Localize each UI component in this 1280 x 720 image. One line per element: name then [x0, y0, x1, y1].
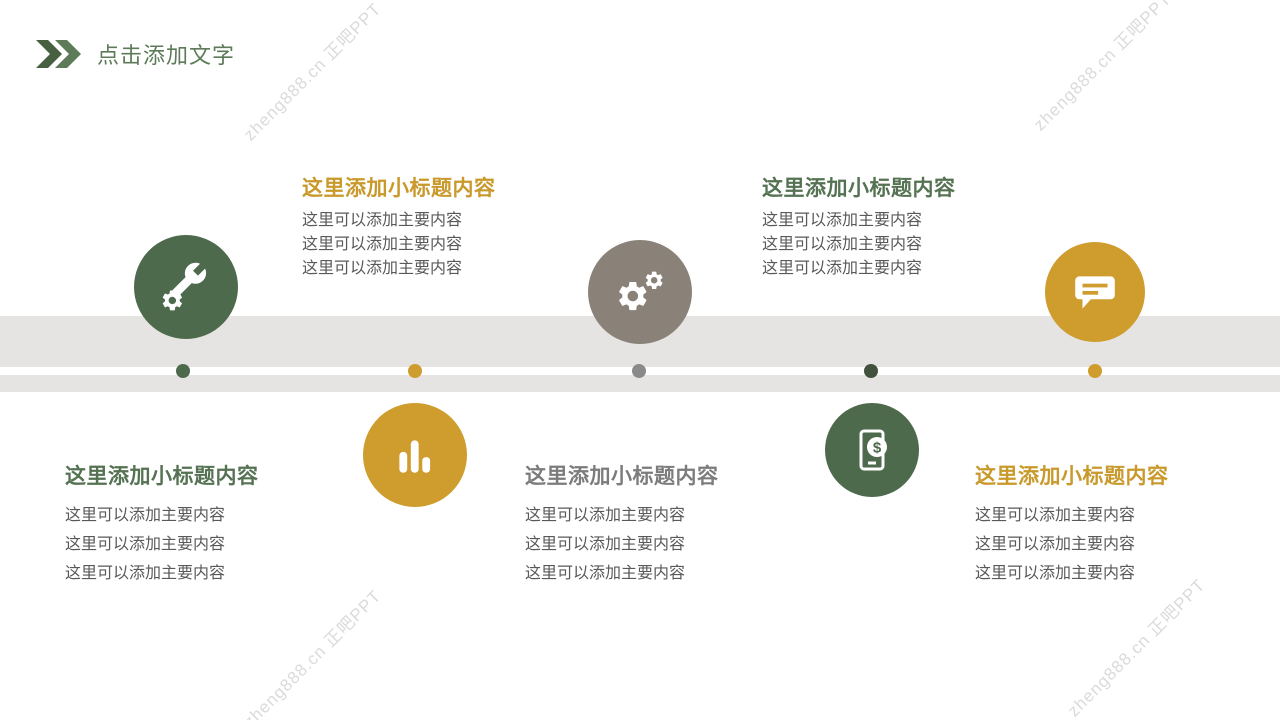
block-line: 这里可以添加主要内容 — [302, 260, 463, 277]
mobile-payment-icon: $ — [859, 429, 887, 471]
timeline-node-3 — [588, 240, 692, 344]
bar-chart-icon — [399, 440, 431, 473]
block-line: 这里可以添加主要内容 — [762, 212, 923, 229]
block-line: 这里可以添加主要内容 — [65, 536, 226, 553]
timeline-dot-4 — [864, 364, 878, 378]
block-title: 这里添加小标题内容 — [975, 465, 1169, 488]
watermark-bottom-right: zheng888.cn 正吧PPT — [1063, 575, 1210, 720]
double-chevron-icon — [36, 40, 81, 68]
timeline-dot-1 — [176, 364, 190, 378]
block-line: 这里可以添加主要内容 — [525, 507, 686, 524]
block-line: 这里可以添加主要内容 — [302, 236, 463, 253]
block-line: 这里可以添加主要内容 — [975, 507, 1136, 524]
block-line: 这里可以添加主要内容 — [762, 260, 923, 277]
block-line: 这里可以添加主要内容 — [975, 565, 1136, 582]
svg-text:$: $ — [873, 440, 882, 457]
block-line: 这里可以添加主要内容 — [65, 565, 226, 582]
chat-bubble-icon — [1075, 276, 1115, 309]
wrench-icon — [162, 262, 207, 311]
timeline-dot-3 — [632, 364, 646, 378]
watermark-top-right: zheng888.cn 正吧PPT — [1029, 0, 1176, 135]
block-title: 这里添加小标题内容 — [302, 177, 496, 200]
text-block-bottom-2: 这里添加小标题内容 这里可以添加主要内容 这里可以添加主要内容 这里可以添加主要… — [525, 460, 719, 588]
timeline-node-4: $ — [825, 403, 919, 497]
timeline-dot-2 — [408, 364, 422, 378]
timeline-node-2 — [363, 403, 467, 507]
text-block-bottom-3: 这里添加小标题内容 这里可以添加主要内容 这里可以添加主要内容 这里可以添加主要… — [975, 460, 1169, 588]
text-block-bottom-1: 这里添加小标题内容 这里可以添加主要内容 这里可以添加主要内容 这里可以添加主要… — [65, 460, 259, 588]
block-line: 这里可以添加主要内容 — [302, 212, 463, 229]
block-title: 这里添加小标题内容 — [65, 465, 259, 488]
slide-header: 点击添加文字 — [36, 38, 235, 70]
block-title: 这里添加小标题内容 — [762, 177, 956, 200]
page-title: 点击添加文字 — [97, 43, 236, 68]
block-title: 这里添加小标题内容 — [525, 465, 719, 488]
timeline-dot-5 — [1088, 364, 1102, 378]
block-line: 这里可以添加主要内容 — [525, 536, 686, 553]
timeline-node-5 — [1045, 242, 1145, 342]
block-line: 这里可以添加主要内容 — [762, 236, 923, 253]
block-line: 这里可以添加主要内容 — [975, 536, 1136, 553]
text-block-top-1: 这里添加小标题内容 这里可以添加主要内容 这里可以添加主要内容 这里可以添加主要… — [302, 172, 496, 281]
timeline-node-1 — [134, 235, 238, 339]
watermark-bottom-left: zheng888.cn 正吧PPT — [239, 586, 386, 720]
gears-icon — [619, 271, 663, 311]
text-block-top-2: 这里添加小标题内容 这里可以添加主要内容 这里可以添加主要内容 这里可以添加主要… — [762, 172, 956, 281]
watermark-top-left: zheng888.cn 正吧PPT — [239, 0, 386, 145]
block-line: 这里可以添加主要内容 — [525, 565, 686, 582]
block-line: 这里可以添加主要内容 — [65, 507, 226, 524]
